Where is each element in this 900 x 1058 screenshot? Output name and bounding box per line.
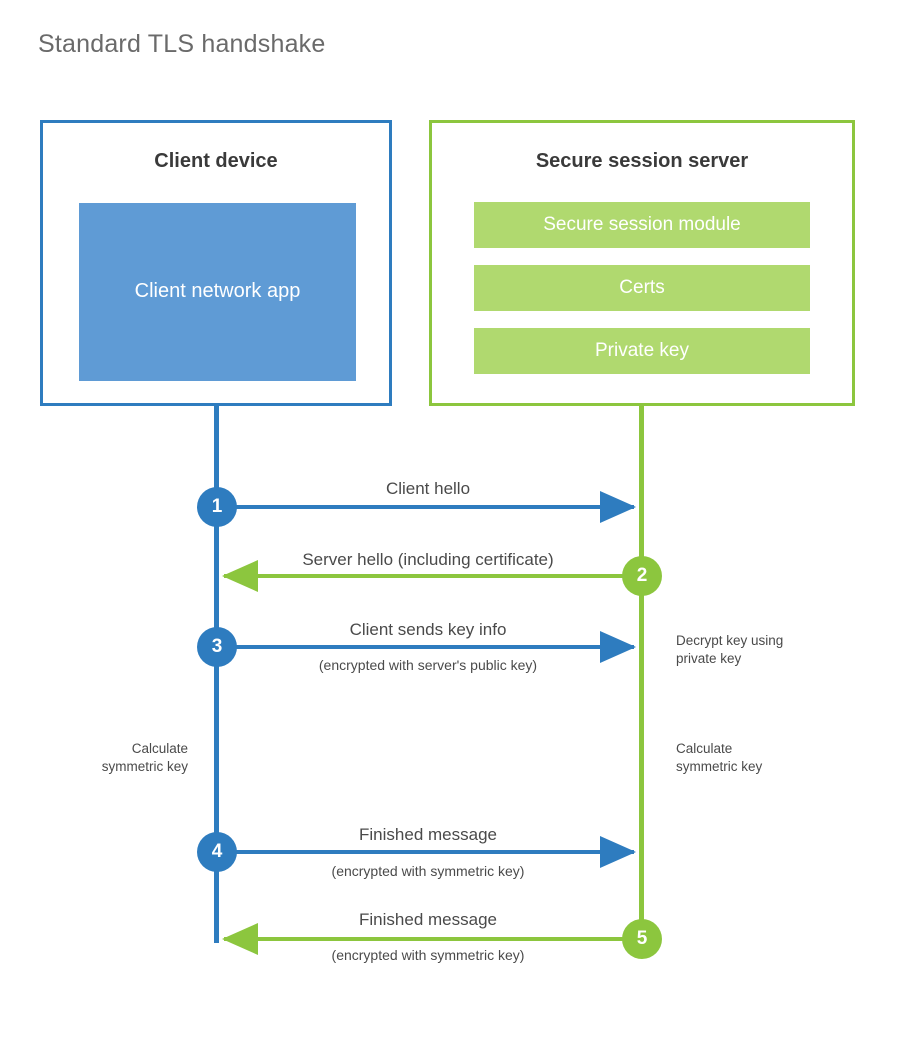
message-sublabel-5: (encrypted with symmetric key) — [331, 947, 525, 963]
client-device-box: Client device Client network app — [40, 120, 392, 406]
message-sublabel-4: (encrypted with symmetric key) — [331, 863, 525, 879]
client-device-title: Client device — [154, 150, 278, 172]
message-label-5: Finished message — [359, 910, 497, 929]
message-label-3: Client sends key info — [349, 620, 507, 639]
note-server-calculate-symmetric-key: Calculate symmetric key — [676, 741, 763, 774]
server-component-secure-session-module: Secure session module — [474, 202, 810, 248]
note-decrypt-key: Decrypt key using private key — [676, 633, 784, 666]
note-client-calculate-symmetric-key: Calculate symmetric key — [101, 741, 188, 774]
step-marker-3[interactable]: 3 — [197, 627, 237, 667]
client-lifeline — [214, 405, 219, 943]
message-label-1: Client hello — [385, 479, 471, 498]
step-marker-2[interactable]: 2 — [622, 556, 662, 596]
message-label-4: Finished message — [359, 825, 497, 844]
step-marker-4[interactable]: 4 — [197, 832, 237, 872]
page-title: Standard TLS handshake — [38, 30, 326, 58]
server-component-certs: Certs — [474, 265, 810, 311]
secure-session-server-box: Secure session server Secure session mod… — [429, 120, 855, 406]
secure-session-server-title: Secure session server — [535, 150, 749, 172]
message-label-2: Server hello (including certificate) — [302, 550, 554, 569]
client-network-app-block: Client network app — [79, 203, 356, 381]
server-component-private-key: Private key — [474, 328, 810, 374]
step-marker-5[interactable]: 5 — [622, 919, 662, 959]
step-marker-1[interactable]: 1 — [197, 487, 237, 527]
server-lifeline — [639, 405, 644, 939]
message-sublabel-3: (encrypted with server's public key) — [318, 657, 538, 673]
